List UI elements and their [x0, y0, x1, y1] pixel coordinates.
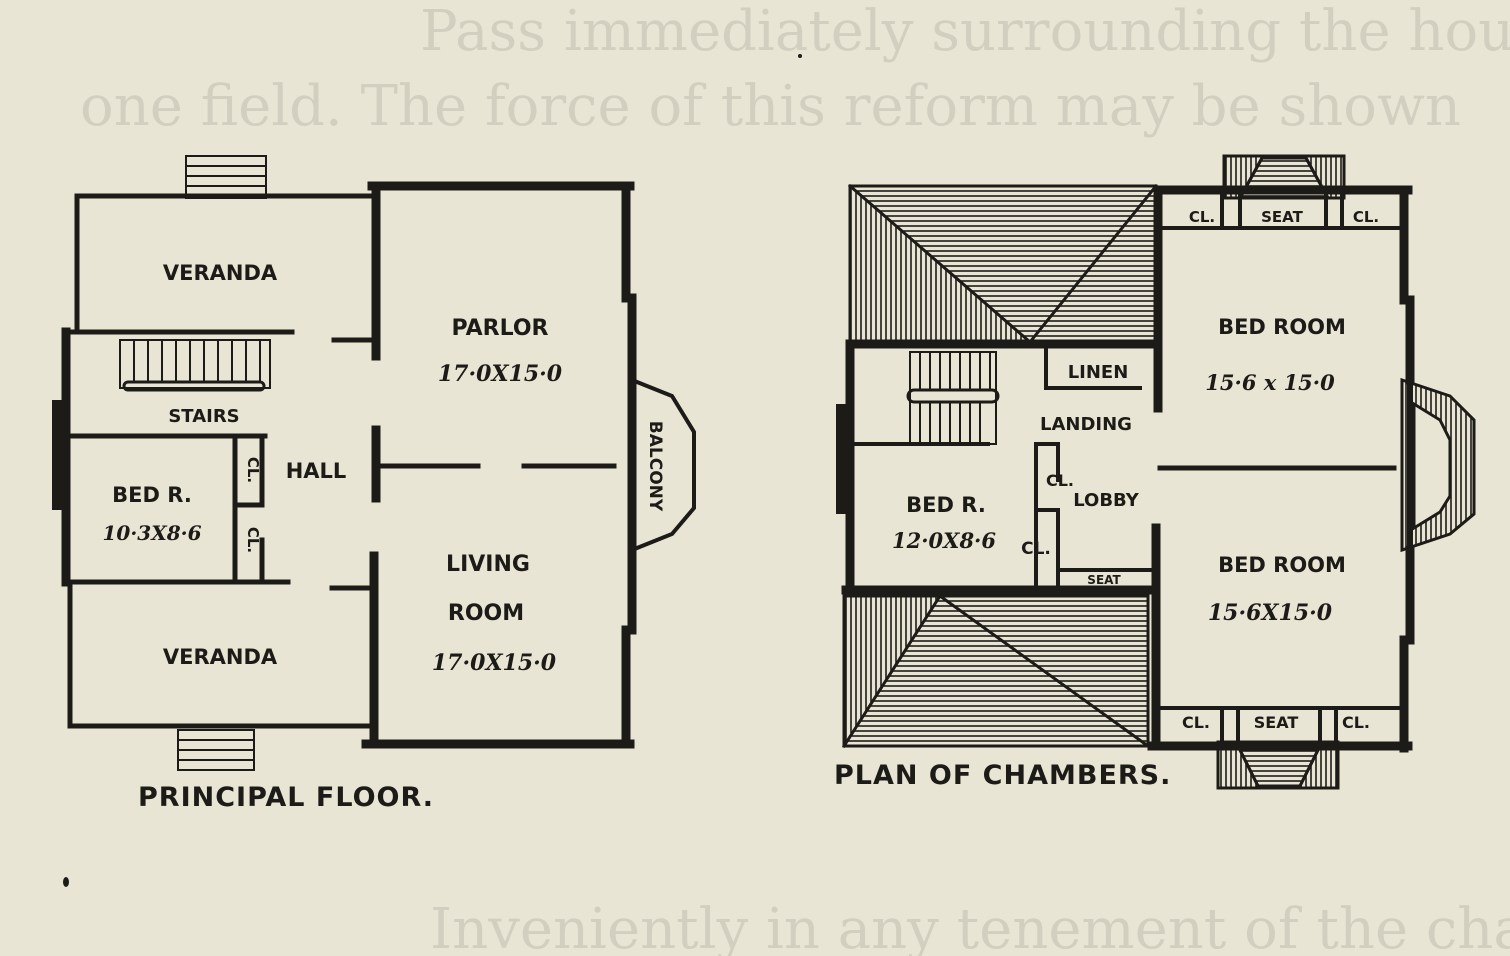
bed-room-small-label: BED R.: [906, 493, 986, 517]
closet-bed-label: CL.: [1021, 539, 1051, 559]
chamber-stairs: [906, 351, 1000, 445]
stairs-drawing: [119, 339, 271, 392]
principal-floor-labels: VERANDA PARLOR 17·0X15·0 STAIRS HALL CL.…: [102, 261, 665, 813]
living-room-dimension: 17·0X15·0: [432, 650, 557, 676]
left-wall-bay: [52, 400, 66, 510]
living-room-label-line-2: ROOM: [448, 601, 524, 626]
hall-closet-1-label: CL.: [244, 457, 262, 483]
veranda-bottom-label: VERANDA: [163, 645, 278, 669]
chambers-plan: [836, 154, 1476, 790]
living-room-label-line-1: LIVING: [446, 552, 530, 577]
veranda-bottom-outline: [67, 579, 371, 729]
principal-floor-caption: PRINCIPAL FLOOR.: [138, 782, 434, 813]
veranda-top-outline: [63, 193, 377, 343]
closet-top-left-label: CL.: [1189, 208, 1215, 226]
bed-room-small-dimension: 12·0X8·6: [892, 528, 996, 553]
closet-bottom-left-label: CL.: [1182, 713, 1210, 732]
chambers-caption: PLAN OF CHAMBERS.: [834, 760, 1171, 791]
bed-room-lower-label: BED ROOM: [1218, 553, 1346, 577]
balcony-outline: [627, 375, 696, 555]
roof-hatch-bottom: [841, 593, 1151, 749]
closet-lobby-label: CL.: [1046, 471, 1074, 490]
left-chamber-bay: [836, 404, 850, 514]
ghost-line-3: Inveniently in any tenement of the chara…: [430, 897, 1510, 956]
bed-room-walls: [63, 433, 371, 591]
stairs-label: STAIRS: [168, 406, 239, 427]
linen-label: LINEN: [1068, 362, 1129, 383]
ink-specks: [63, 54, 802, 887]
hall-wall: [369, 181, 381, 749]
closet-top-right-label: CL.: [1353, 208, 1379, 226]
parlor-label: PARLOR: [452, 316, 549, 341]
ghost-line-2: one field. The force of this reform may …: [80, 74, 1461, 139]
bed-room-dimension: 10·3X8·6: [102, 521, 201, 545]
right-bay: [1400, 377, 1476, 553]
balcony-label: BALCONY: [645, 421, 665, 512]
closet-bottom-right-label: CL.: [1342, 713, 1370, 732]
parlor-dimension: 17·0X15·0: [438, 361, 563, 387]
bed-room-upper-label: BED ROOM: [1218, 315, 1346, 339]
roof-hatch-top: [847, 183, 1159, 345]
landing-label: LANDING: [1040, 414, 1132, 435]
show-through-text: Pass immediately surrounding the house a…: [80, 0, 1510, 956]
bed-room-upper-dimension: 15·6 x 15·0: [1205, 370, 1335, 395]
principal-floor-plan: [52, 155, 696, 771]
chambers-labels: CL. SEAT CL. BED ROOM 15·6 x 15·0 LINEN …: [834, 208, 1379, 791]
bed-room-label: BED R.: [112, 483, 192, 507]
seat-middle-label: SEAT: [1087, 573, 1121, 587]
ghost-line-1: Pass immediately surrounding the house a…: [420, 0, 1510, 64]
hall-closet-2-label: CL.: [244, 527, 262, 553]
parlor-living-outer-walls: [361, 181, 637, 749]
bottom-closets: [1156, 706, 1402, 744]
seat-bottom-label: SEAT: [1254, 713, 1299, 732]
top-closets: [1156, 194, 1402, 230]
top-steps: [185, 155, 267, 199]
veranda-top-label: VERANDA: [163, 261, 278, 285]
lobby-label: LOBBY: [1073, 490, 1140, 511]
bottom-steps: [177, 729, 255, 771]
seat-top-label: SEAT: [1261, 208, 1303, 226]
bed-room-lower-dimension: 15·6X15·0: [1208, 600, 1333, 626]
hall-label: HALL: [286, 459, 347, 483]
